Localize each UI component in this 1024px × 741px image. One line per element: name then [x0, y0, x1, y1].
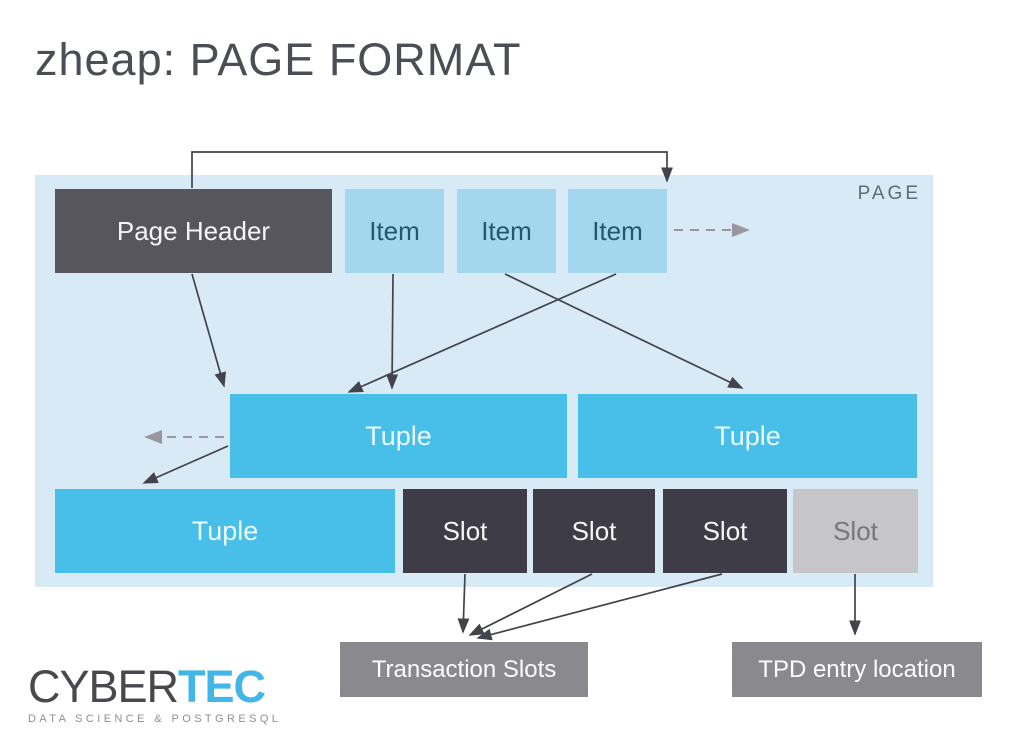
- slot-box-3: Slot: [663, 489, 787, 573]
- tuple-label: Tuple: [191, 515, 259, 546]
- item-box-1: Item: [345, 189, 444, 273]
- tuple-label: Tuple: [365, 420, 432, 451]
- page-header-box: Page Header: [55, 189, 332, 273]
- page-header-label: Page Header: [116, 215, 271, 246]
- item-box-3: Item: [568, 189, 667, 273]
- item-label: Item: [369, 215, 420, 246]
- tuple-box-1: Tuple: [230, 394, 567, 478]
- transaction-slots-box: Transaction Slots: [340, 642, 588, 697]
- slot-label: Slot: [833, 515, 878, 546]
- slot-box-1: Slot: [403, 489, 527, 573]
- item-label: Item: [481, 215, 532, 246]
- transaction-slots-label: Transaction Slots: [371, 655, 557, 683]
- slot-label: Slot: [442, 515, 488, 546]
- cybertec-logo-wordmark: CYBERTEC: [28, 664, 281, 709]
- tpd-entry-location-box: TPD entry location: [732, 642, 982, 697]
- logo-text-accent: TEC: [178, 661, 266, 712]
- logo-tagline: DATA SCIENCE & POSTGRESQL: [28, 713, 282, 725]
- item-box-2: Item: [457, 189, 556, 273]
- logo-text-primary: CYBER: [28, 661, 179, 712]
- slot-box-2: Slot: [533, 489, 655, 573]
- tuple-box-2: Tuple: [578, 394, 917, 478]
- slot-label: Slot: [571, 515, 617, 546]
- slot-box-4-unused: Slot: [793, 489, 918, 573]
- tuple-box-3: Tuple: [55, 489, 395, 573]
- page-title: zheap: PAGE FORMAT: [35, 34, 522, 85]
- slot-label: Slot: [702, 515, 748, 546]
- tuple-label: Tuple: [714, 420, 781, 451]
- item-label: Item: [592, 215, 643, 246]
- page-container-label: PAGE: [857, 183, 921, 204]
- cybertec-logo: CYBERTEC DATA SCIENCE & POSTGRESQL: [28, 664, 281, 725]
- tpd-entry-location-label: TPD entry location: [758, 655, 956, 683]
